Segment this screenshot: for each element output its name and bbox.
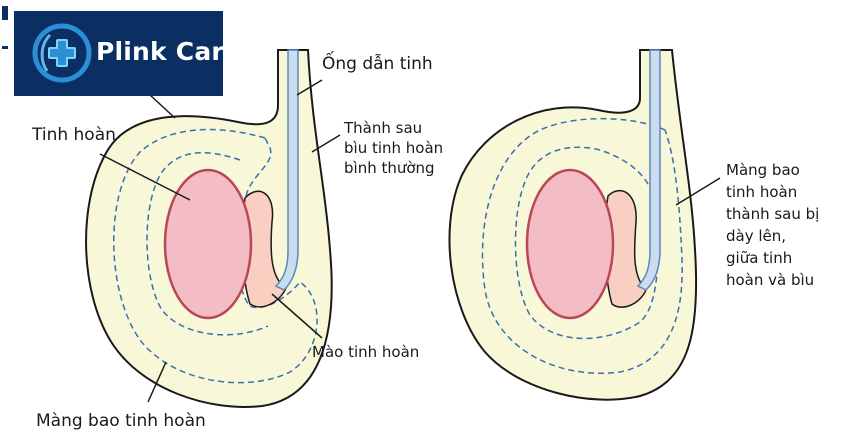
right-vas-deferens — [636, 49, 661, 291]
normal-scrotum-illustration: Ống dẫn tinh Tinh hoàn Thành sau bìu tin… — [31, 49, 443, 431]
label-epididymis: Mào tinh hoàn — [312, 343, 419, 361]
brand-logo: Plink Care — [14, 11, 241, 96]
brand-name: Plink Care — [96, 37, 242, 66]
label-tunica: Màng bao tinh hoàn — [36, 411, 206, 431]
label-thickened-line2: tinh hoàn — [726, 183, 797, 201]
label-thickened-line4: dày lên, — [726, 227, 786, 245]
left-vas-deferens — [274, 49, 299, 291]
label-posterior-wall-line2: bìu tinh hoàn — [344, 139, 443, 157]
label-thickened-line3: thành sau bị — [726, 205, 819, 223]
leader-sac-top — [149, 94, 176, 119]
logo-cross-icon — [32, 23, 92, 83]
right-tunica-outer — [481, 117, 683, 374]
leader-vas-deferens — [296, 79, 323, 96]
label-thickened-line5: giữa tinh — [726, 249, 792, 267]
right-tunica-inner — [514, 146, 659, 340]
label-posterior-wall-line3: bình thường — [344, 159, 435, 177]
leader-testis — [99, 153, 191, 201]
corner-fragment — [2, 6, 8, 49]
label-vas-deferens: Ống dẫn tinh — [322, 50, 433, 74]
thickened-scrotum-illustration: Màng bao tinh hoàn thành sau bị dày lên,… — [448, 49, 819, 401]
label-thickened-line1: Màng bao — [726, 161, 800, 179]
right-testis — [525, 168, 615, 320]
left-testis — [163, 168, 253, 320]
leader-epididymis — [271, 293, 323, 339]
label-thickened-line6: hoàn và bìu — [726, 271, 814, 289]
leader-posterior-wall — [311, 134, 341, 153]
leader-tunica — [147, 361, 167, 403]
label-posterior-wall-line1: Thành sau — [343, 119, 422, 137]
label-testis: Tinh hoàn — [31, 125, 116, 145]
left-tunica-inner-layer — [146, 151, 269, 336]
leader-thickened-tunica — [675, 177, 721, 206]
